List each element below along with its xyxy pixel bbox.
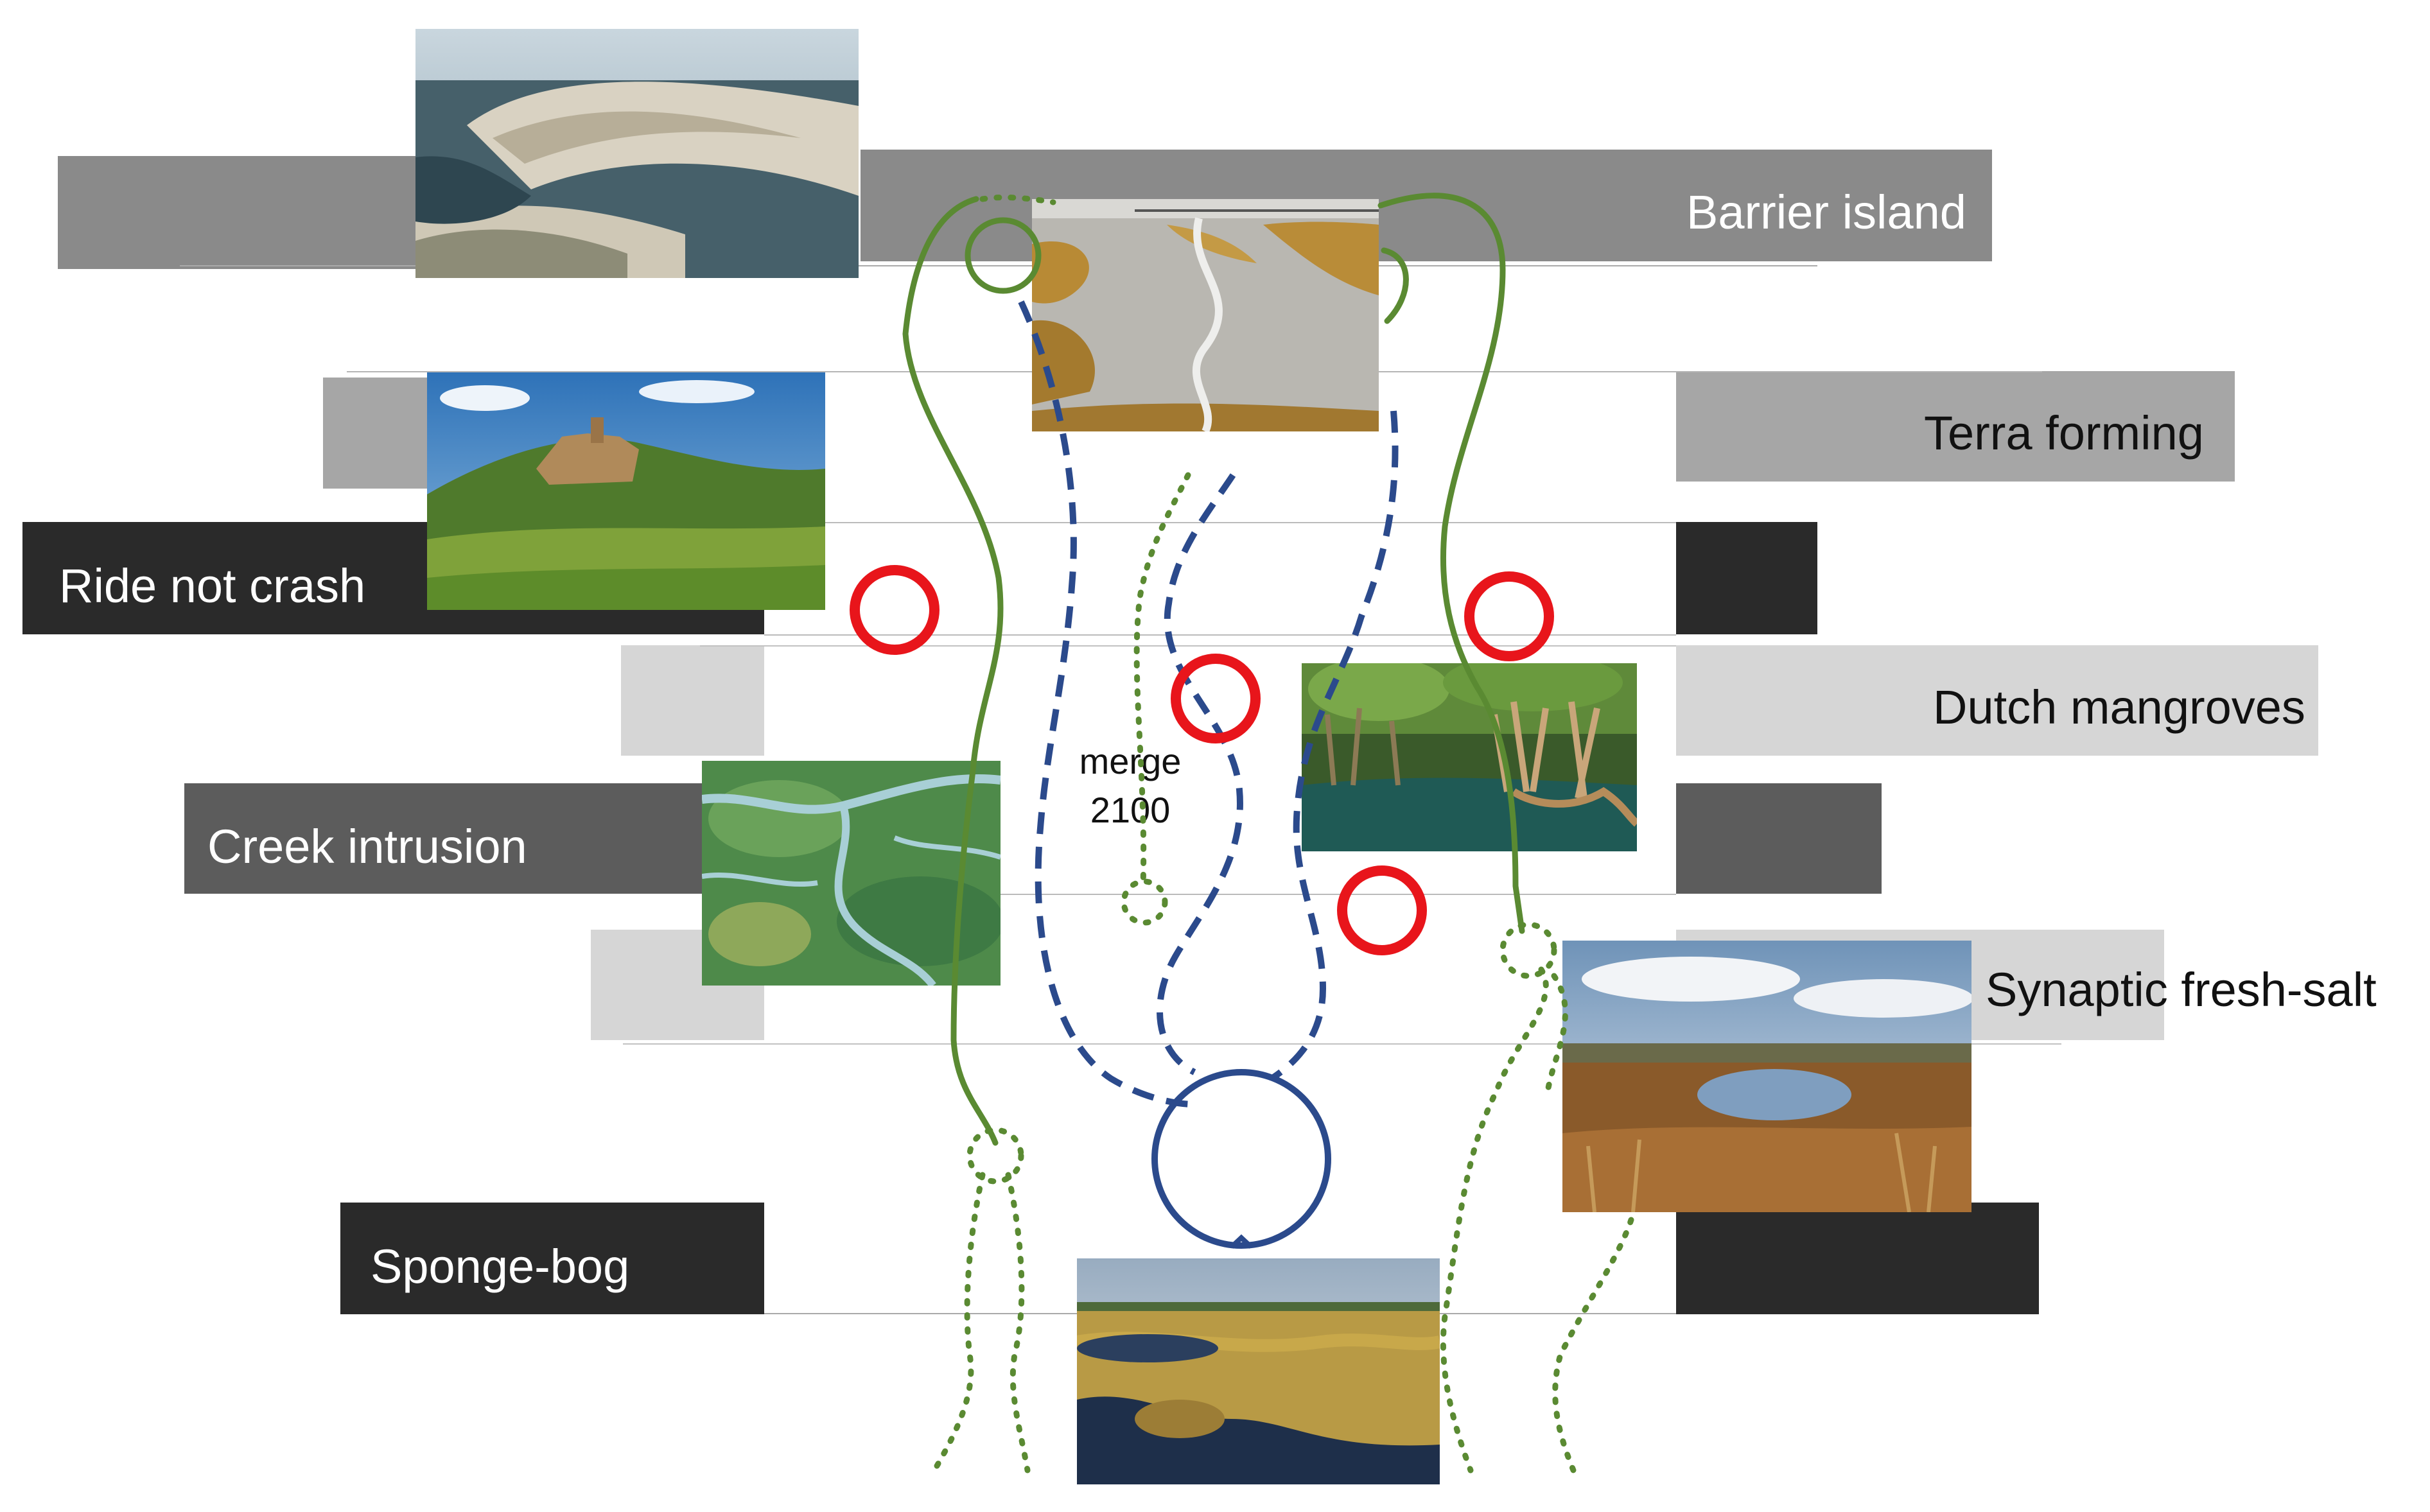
green-dotted-right-a [1440,966,1549,1473]
band-barrier-left [58,156,417,269]
merge-word: merge [1079,741,1182,781]
blue-convergence-circle [1151,1069,1331,1249]
band-ride-right [1676,522,1817,634]
band-bog-left [340,1203,764,1314]
blue-convergence-arrow [1230,1234,1253,1249]
green-dotted-far-right [1552,1217,1634,1473]
band-creek-right [1676,783,1882,894]
band-ride-line-bottom [764,634,1676,636]
band-ride-line [764,522,1676,523]
raised-bog-photo [1077,1258,1440,1484]
band-mangroves-left [621,645,764,756]
red-tipping-point-left [850,565,940,655]
green-dotted-left-b [1005,1172,1031,1473]
salt-marsh-mudflat-photo [1032,199,1379,431]
band-terra-right [1676,371,2235,482]
pathway-label-ride-not-crash: Ride not crash [59,559,366,613]
band-bog-right [1676,1203,2039,1314]
pathway-label-synaptic-fresh-salt: Synaptic fresh-salt [1986,963,2377,1016]
pathway-label-terra-forming: Terra forming [1924,406,2204,460]
merge-annotation: merge 2100 [1066,737,1194,834]
green-dotted-node-center [1121,878,1168,926]
hilltop-town-photo [427,372,825,610]
green-pathway-left-outer [902,196,1004,1146]
pathway-label-creek-intrusion: Creek intrusion [207,820,527,873]
moorland-pool-photo [1562,941,1971,1212]
green-dotted-node-left [966,1127,1024,1185]
creek-network-aerial-photo [702,761,1001,986]
barrier-island-aerial-photo [415,29,859,278]
pathway-label-barrier-island: Barrier island [1686,186,1966,239]
green-dotted-node-right [1499,921,1557,979]
band-creek-left [184,783,764,894]
red-tipping-point-center [1171,654,1261,743]
pathway-label-dutch-mangroves: Dutch mangroves [1933,681,2305,734]
band-terra-left [323,378,432,489]
merge-year: 2100 [1090,789,1171,830]
mangrove-forest-photo [1302,663,1637,851]
red-tipping-point-right-upper [1464,571,1554,661]
band-mangroves-right [1676,645,2318,756]
pathway-label-sponge-bog: Sponge-bog [371,1240,630,1293]
green-dotted-left-a [931,1172,986,1473]
red-tipping-point-right-lower [1337,865,1427,955]
band-mangroves-line [700,645,1676,647]
